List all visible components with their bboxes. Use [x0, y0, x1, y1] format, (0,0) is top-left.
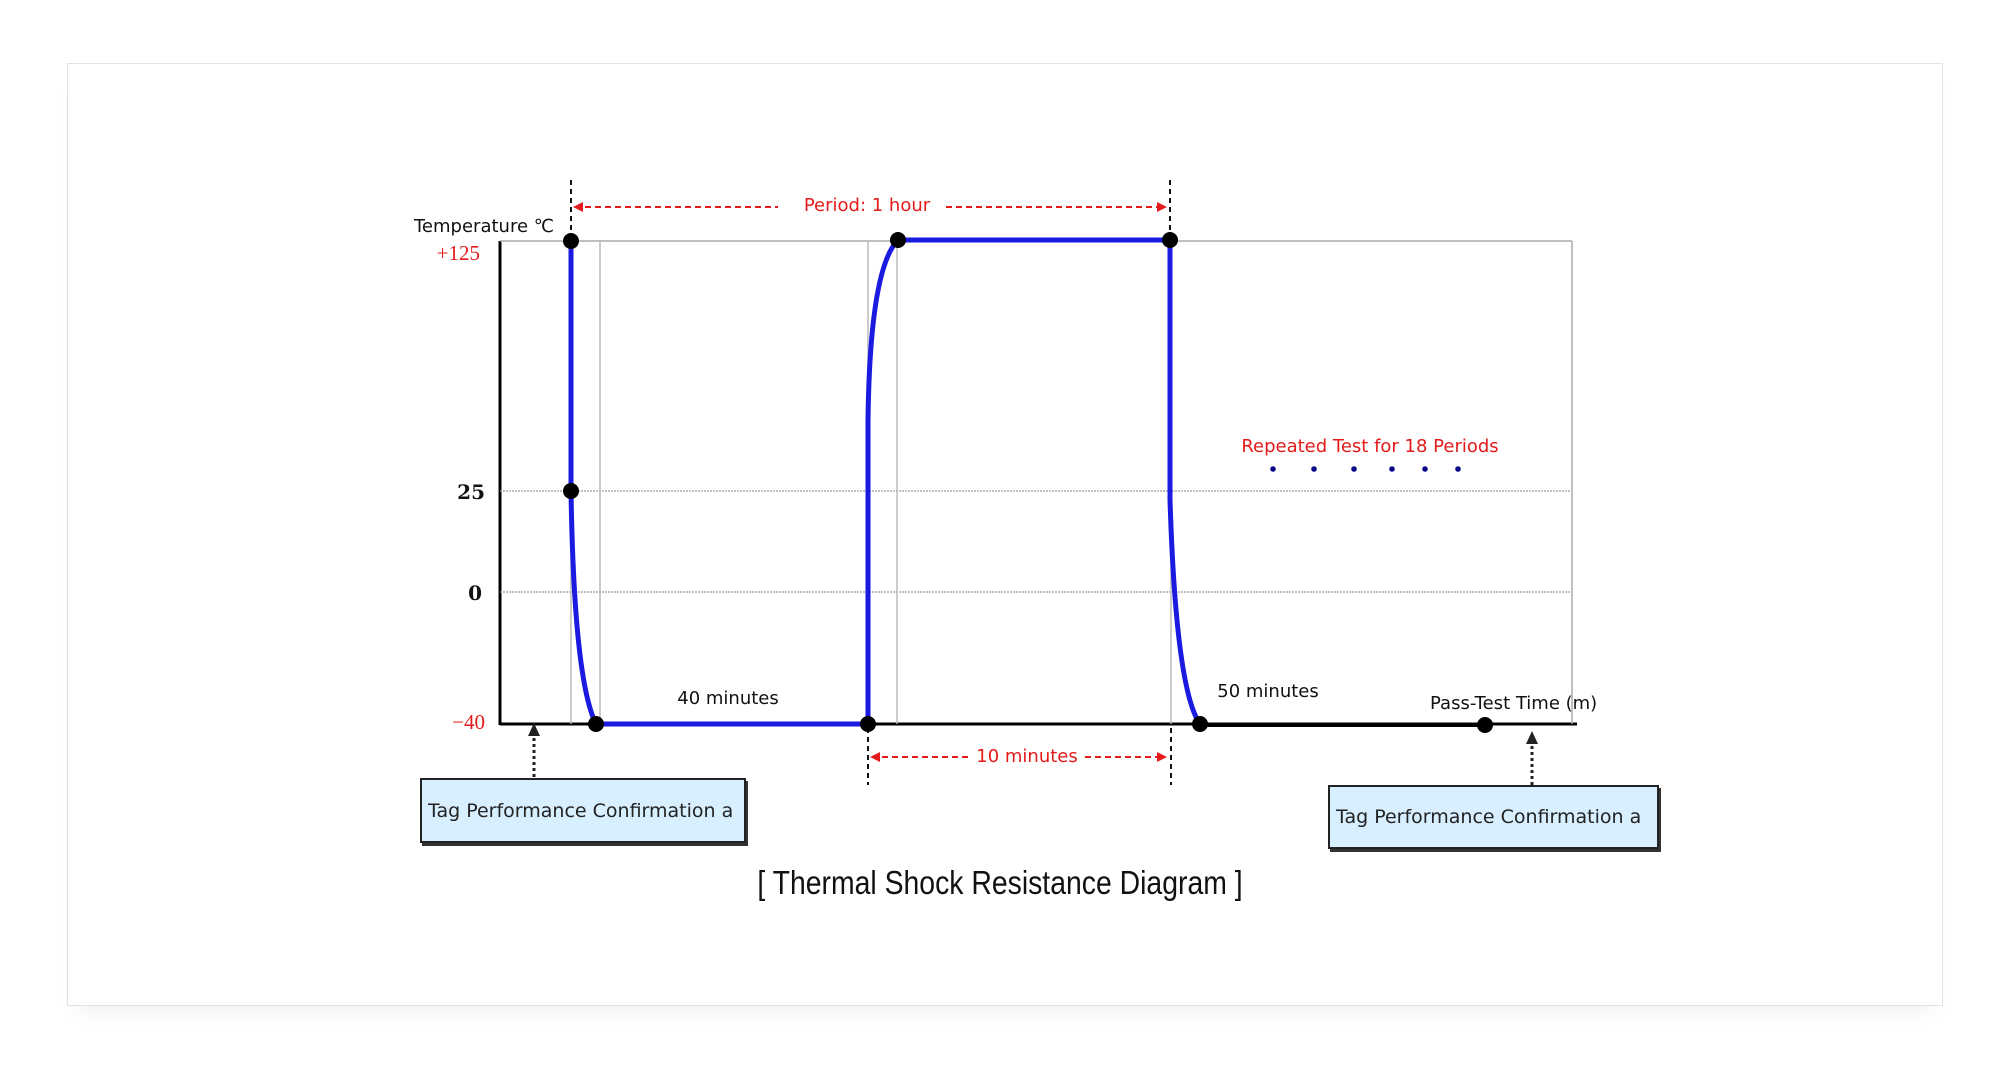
repeat-dot — [1351, 466, 1357, 472]
point-minus40-b — [860, 716, 876, 732]
label-50-minutes: 50 minutes — [1217, 681, 1319, 702]
y-label-minus40: −40 — [452, 710, 485, 734]
repeat-dot — [1311, 466, 1317, 472]
label-10-minutes: 10 minutes — [976, 746, 1078, 767]
confirm-box-right-text: Tag Performance Confirmation a — [1336, 806, 1642, 828]
point-125-a — [890, 232, 906, 248]
point-pass-test — [1477, 717, 1493, 733]
repeated-test-label: Repeated Test for 18 Periods — [1241, 436, 1498, 457]
y-label-25: 25 — [457, 480, 485, 504]
temperature-curve — [568, 237, 1203, 727]
confirm-arrowhead-left — [528, 723, 540, 736]
period-arrowhead-left — [573, 202, 583, 212]
period-arrowhead-right — [1157, 202, 1167, 212]
label-40-minutes: 40 minutes — [677, 688, 779, 709]
point-125-b — [1162, 232, 1178, 248]
confirm-box-left-text: Tag Performance Confirmation a — [428, 799, 734, 822]
repeat-dot — [1270, 466, 1276, 472]
diagram-caption: [ Thermal Shock Resistance Diagram ] — [757, 864, 1243, 901]
x-axis-title: Pass-Test Time (m) — [1430, 693, 1597, 714]
confirm-box-right: Tag Performance Confirmation a — [1328, 785, 1659, 849]
ten-arrowhead-left — [870, 752, 880, 762]
repeat-dot — [1422, 466, 1428, 472]
period-label: Period: 1 hour — [804, 195, 931, 216]
y-label-0: 0 — [468, 581, 482, 605]
confirm-arrowhead-right — [1526, 731, 1538, 744]
repeat-dot — [1455, 466, 1461, 472]
point-minus40-a — [588, 716, 604, 732]
repeat-dot — [1389, 466, 1395, 472]
confirm-box-left: Tag Performance Confirmation a — [420, 778, 746, 843]
y-axis-title: Temperature ℃ — [413, 216, 554, 237]
y-label-125: +125 — [437, 241, 480, 265]
point-25 — [563, 483, 579, 499]
ten-arrowhead-right — [1157, 752, 1167, 762]
point-minus40-c — [1192, 716, 1208, 732]
point-start-125 — [563, 233, 579, 249]
